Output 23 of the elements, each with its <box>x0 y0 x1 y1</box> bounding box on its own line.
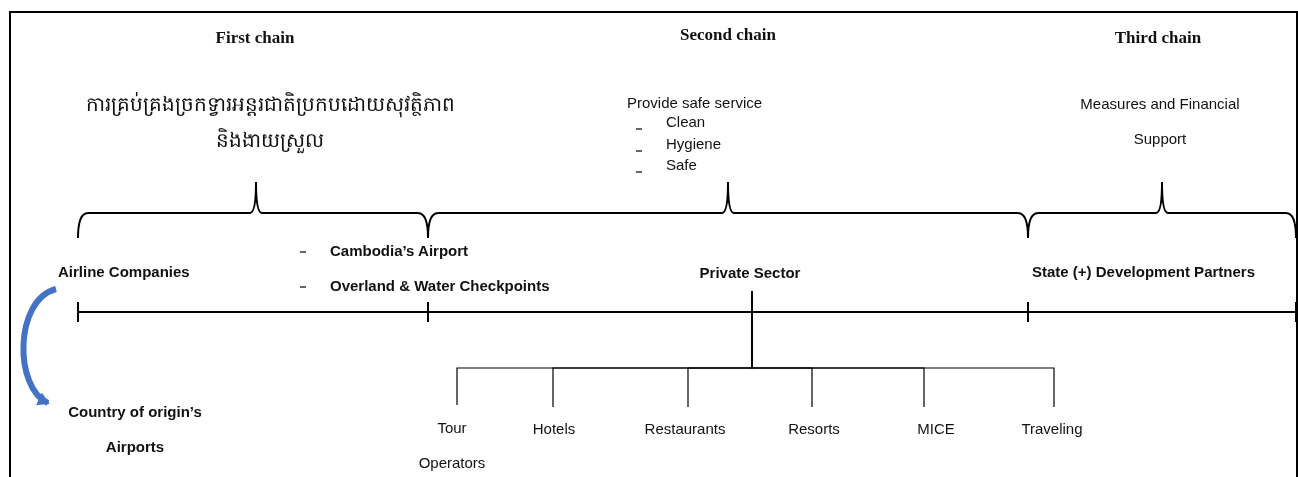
stakeholder-label: Private Sector <box>660 255 840 290</box>
connector-line <box>751 290 1055 408</box>
stakeholder-label: Country of origin’s Airports <box>50 394 220 464</box>
bullet-item: Clean <box>666 112 706 132</box>
curved-arrow <box>20 286 58 406</box>
description-text: Measures and Financial Support <box>1080 94 1240 149</box>
stakeholder-label: Airline Companies <box>58 254 228 289</box>
sector-item-label: Resorts <box>774 411 854 446</box>
checkpoint-label: Cambodia’s Airport <box>330 241 469 261</box>
stakeholder-label: State (+) Development Partners <box>1032 262 1255 282</box>
khmer-heading: ការគ្រប់គ្រងច្រកទ្វារអន្តរជាតិប្រកបដោយសុវត្ថិភាព និងងាយស្រួល <box>70 86 470 158</box>
bullet-item: Hygiene <box>666 134 722 154</box>
sector-item-label: Traveling <box>1002 411 1102 446</box>
chain-title: Second chain <box>679 24 777 46</box>
sector-item-label: Tour Operators <box>402 410 502 477</box>
bullet-item: Safe <box>666 155 697 175</box>
description-text: Provide safe service <box>627 93 764 113</box>
chain-title: First chain <box>214 27 296 49</box>
sector-item-label: Restaurants <box>625 411 745 446</box>
chain-title: Third chain <box>1113 27 1203 49</box>
sector-item-label: MICE <box>896 411 976 446</box>
sector-item-label: Hotels <box>514 411 594 446</box>
checkpoint-label: Overland & Water Checkpoints <box>330 276 550 296</box>
